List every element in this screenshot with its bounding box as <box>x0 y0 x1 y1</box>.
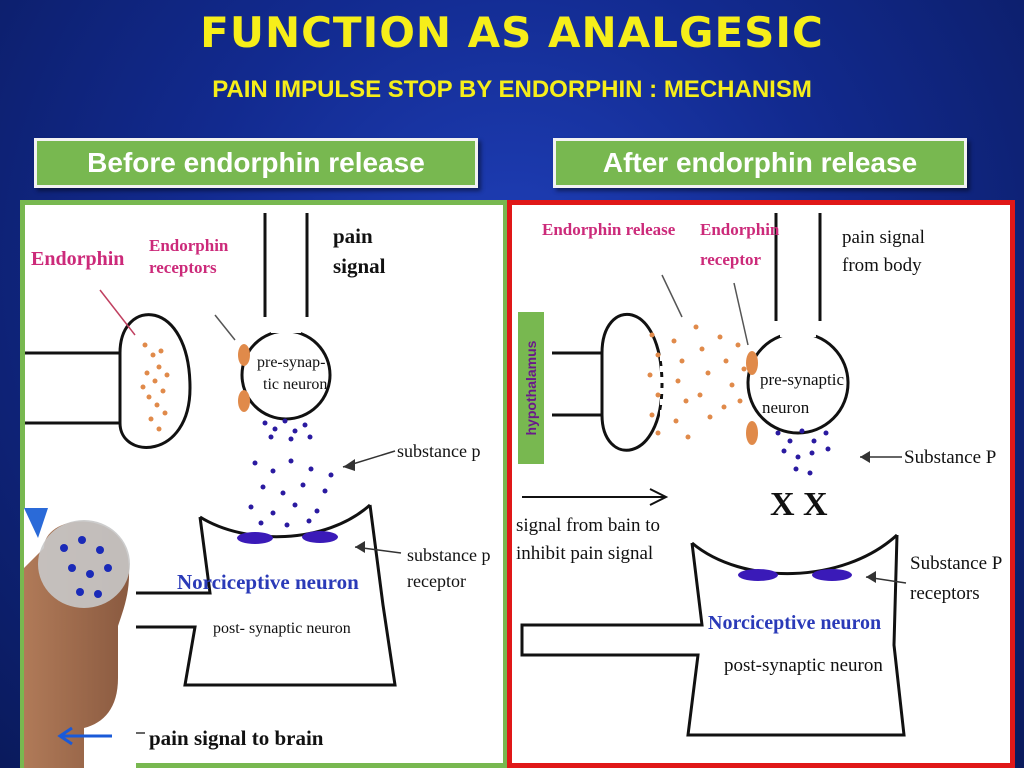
after-substance-label: Substance P <box>904 447 996 468</box>
pointer-wedge <box>24 508 48 538</box>
before-substance-label: substance p <box>397 441 480 461</box>
after-sp-receptors-label-1: Substance P <box>910 553 1002 574</box>
before-terminal-bulb <box>118 313 192 449</box>
after-receptor-top <box>746 351 758 375</box>
after-post-top <box>691 533 899 575</box>
before-receptor-bottom <box>238 390 250 412</box>
after-presynaptic-stem <box>774 213 822 321</box>
before-diagram: Endorphin Endorphin receptors pain signa… <box>23 213 490 750</box>
after-signal-label-2: inhibit pain signal <box>516 543 653 564</box>
after-block-marks: X X <box>770 486 828 523</box>
before-label-box: Before endorphin release <box>34 138 478 188</box>
after-sp-receptors-label-2: receptors <box>910 583 980 604</box>
before-endorphin-pointer <box>99 289 136 336</box>
after-terminal-bulb <box>600 312 664 452</box>
before-post-body <box>23 504 397 687</box>
before-post-label: post- synaptic neuron <box>213 620 351 637</box>
before-stem-join <box>271 319 301 333</box>
after-diagram: X X Endorphin release Endorphin receptor… <box>516 213 1002 737</box>
before-presynaptic-stem <box>263 213 309 317</box>
before-sp-receptor-label-2: receptor <box>407 571 466 591</box>
after-receptor-bottom <box>746 421 758 445</box>
after-release-pointer <box>661 274 683 318</box>
after-signal-label-1: signal from bain to <box>516 515 660 536</box>
after-substance-dots <box>775 428 831 476</box>
before-endorphin-label: Endorphin <box>31 248 124 270</box>
before-endorphin-dots <box>140 342 170 432</box>
slide-subtitle: PAIN IMPULSE STOP BY ENDORPHIN : MECHANI… <box>212 76 812 103</box>
brain-signal-dots <box>60 536 112 598</box>
before-sp-receptor-2 <box>302 531 338 543</box>
hypothalamus-tag: hypothalamus <box>516 310 546 466</box>
before-pre-label-2: tic neuron <box>263 376 327 393</box>
brain-shape <box>38 520 130 608</box>
before-receptor-top <box>238 344 250 366</box>
before-receptors-label-2: receptors <box>149 258 217 277</box>
after-axon-terminal <box>552 351 604 417</box>
slide-title: FUNCTION AS ANALGESIC <box>200 8 824 57</box>
head-arrow-icon <box>57 726 73 746</box>
after-endorphin-dots <box>647 324 747 440</box>
before-presynaptic-body <box>240 329 332 421</box>
after-pre-label-2: neuron <box>762 398 810 417</box>
after-sp-receptor-1 <box>738 569 778 581</box>
after-receptor-label-1: Endorphin <box>700 220 780 239</box>
before-pain-label-2: signal <box>333 254 386 278</box>
after-post-label: post-synaptic neuron <box>724 655 883 676</box>
hypothalamus-label: hypothalamus <box>523 340 539 436</box>
before-pain-to-brain-label: pain signal to brain <box>149 726 324 750</box>
before-sp-receptor-label-1: substance p <box>407 545 490 565</box>
before-substance-dots-cleft <box>248 458 334 528</box>
after-pain-label-1: pain signal <box>842 227 925 248</box>
before-pain-label-1: pain <box>333 224 373 248</box>
before-post-top <box>199 503 371 539</box>
before-substance-dots-in <box>262 418 313 442</box>
after-pre-label-1: pre-synaptic <box>760 370 844 389</box>
before-norciceptive-label: Norciceptive neuron <box>177 570 359 594</box>
after-norciceptive-label: Norciceptive neuron <box>708 612 881 634</box>
after-label-box: After endorphin release <box>553 138 967 188</box>
after-panel: X X Endorphin release Endorphin receptor… <box>507 200 1015 768</box>
head-brain-illustration <box>24 508 136 768</box>
after-receptor-pointer <box>733 282 749 346</box>
after-sp-receptor-2 <box>812 569 852 581</box>
before-receptors-label-1: Endorphin <box>149 236 229 255</box>
before-sp-receptor-1 <box>237 532 273 544</box>
after-post-body <box>520 534 906 737</box>
after-pain-label-2: from body <box>842 255 922 276</box>
before-pre-label-1: pre-synap- <box>257 354 325 371</box>
before-receptor-pointer <box>214 314 236 341</box>
after-receptor-label-2: receptor <box>700 250 761 269</box>
after-release-label: Endorphin release <box>542 220 676 239</box>
before-axon-terminal <box>25 351 122 425</box>
after-stem-join <box>780 323 816 337</box>
